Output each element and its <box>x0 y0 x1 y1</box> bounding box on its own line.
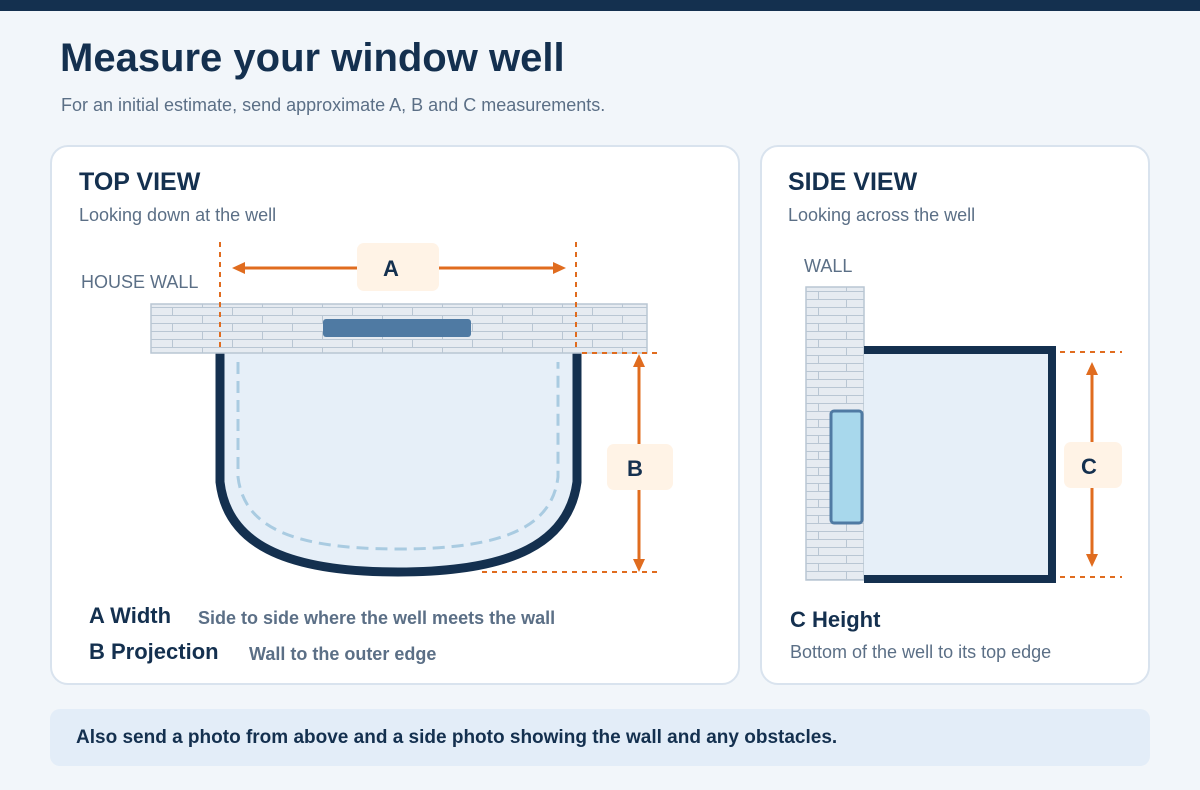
basement-window <box>323 319 471 337</box>
top-view-card: A B TOP VIEW Looking down at the well HO… <box>50 145 740 685</box>
side-window <box>829 409 864 525</box>
side-view-subtitle: Looking across the well <box>788 205 976 225</box>
top-view-diagram: A B <box>150 242 673 577</box>
legend-a-term: A Width <box>89 603 172 628</box>
c-arrowhead-bottom <box>1086 554 1098 567</box>
top-view-subtitle: Looking down at the well <box>79 205 277 225</box>
well-fill <box>220 350 577 572</box>
a-arrowhead-right <box>553 262 566 274</box>
a-label-box <box>357 243 439 291</box>
side-view-title: SIDE VIEW <box>788 168 918 196</box>
top-accent-bar <box>0 0 1200 11</box>
legend-c-term: C Height <box>790 607 881 632</box>
page-title: Measure your window well <box>60 36 565 80</box>
a-label: A <box>383 256 399 281</box>
b-arrowhead-top <box>633 354 645 367</box>
side-view-diagram: C <box>805 286 1122 583</box>
legend-a-description: Side to side where the well meets the wa… <box>198 608 556 628</box>
c-label: C <box>1081 454 1097 479</box>
b-label-box <box>607 444 673 490</box>
b-arrowhead-bottom <box>633 559 645 572</box>
legend-b-description: Wall to the outer edge <box>249 644 437 664</box>
house-wall-label: HOUSE WALL <box>81 272 199 292</box>
page-subtitle: For an initial estimate, send approximat… <box>61 95 606 115</box>
b-label: B <box>627 456 643 481</box>
c-label-box <box>1064 442 1122 488</box>
wall-label: WALL <box>804 256 853 276</box>
legend-c-description: Bottom of the well to its top edge <box>790 642 1052 662</box>
side-view-card: C SIDE VIEW Looking across the well WALL… <box>760 145 1150 685</box>
well-outline <box>215 350 582 577</box>
side-well-fill <box>864 350 1052 579</box>
legend-b-term: B Projection <box>89 639 219 664</box>
a-arrowhead-left <box>232 262 245 274</box>
c-arrowhead-top <box>1086 362 1098 375</box>
well-liner-dashed <box>236 362 560 551</box>
top-view-title: TOP VIEW <box>79 168 201 196</box>
photo-note-banner: Also send a photo from above and a side … <box>50 709 1150 766</box>
side-well-outline <box>864 346 1056 583</box>
